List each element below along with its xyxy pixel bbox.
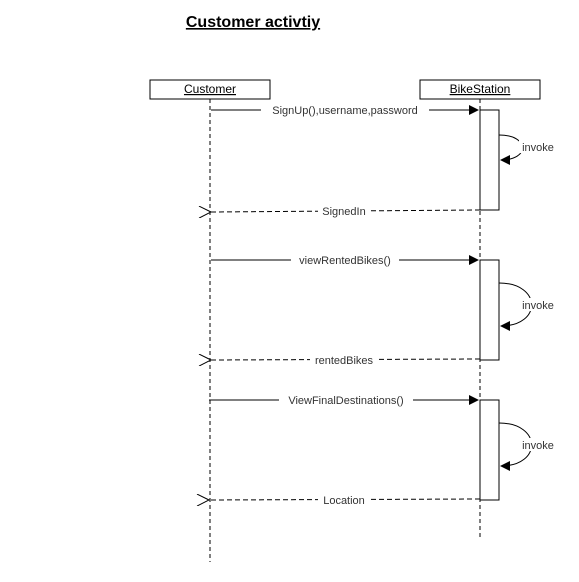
customer-lifeline-header: Customer (149, 79, 271, 100)
customer-lifeline-label: Customer (184, 82, 236, 96)
message-label: invoke (522, 142, 554, 154)
bikestation-lifeline-header: BikeStation (419, 79, 541, 100)
message-label: rentedBikes (315, 355, 374, 367)
message-label: SignedIn (322, 206, 365, 218)
message-location: Location (209, 493, 481, 507)
message-viewfinaldestinations: ViewFinalDestinations() (209, 393, 479, 407)
message-label: SignUp(),username,password (272, 105, 418, 117)
message-signup: SignUp(),username,password (211, 103, 479, 117)
message-signedin: SignedIn (211, 204, 481, 218)
bikestation-lifeline-label: BikeStation (450, 82, 511, 96)
activation-bar-2 (479, 259, 500, 361)
message-rentedbikes: rentedBikes (211, 353, 481, 367)
self-invoke-2: invoke (498, 282, 557, 331)
activation-bar-3 (479, 399, 500, 501)
message-label: invoke (522, 440, 554, 452)
message-label: ViewFinalDestinations() (288, 395, 403, 407)
diagram-title: Customer activtiy (186, 14, 320, 31)
self-invoke-1: invoke (498, 134, 557, 165)
self-invoke-3: invoke (498, 422, 557, 471)
message-label: Location (323, 495, 365, 507)
activation-bar-1 (479, 109, 500, 211)
message-viewrentedbikes: viewRentedBikes() (211, 253, 479, 267)
message-label: invoke (522, 300, 554, 312)
message-label: viewRentedBikes() (299, 255, 391, 267)
